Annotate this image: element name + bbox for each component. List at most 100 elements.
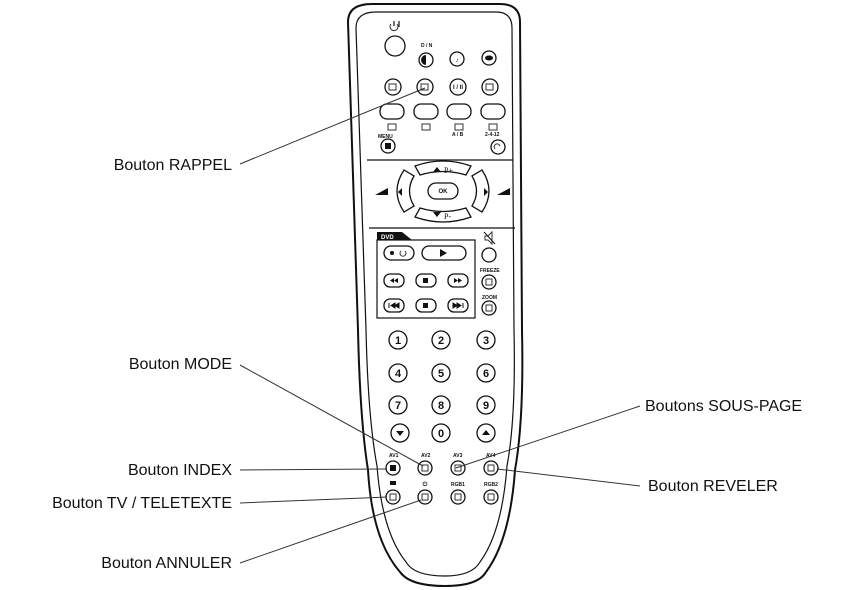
surround-button[interactable] <box>481 50 497 66</box>
rgb2-label: RGB2 <box>484 482 498 488</box>
dvd-next-button[interactable] <box>447 298 469 313</box>
menu-button[interactable] <box>380 138 396 154</box>
av2-label: AV2 <box>421 453 431 459</box>
rgb2-button[interactable] <box>483 489 499 505</box>
source-button[interactable] <box>384 78 402 96</box>
digit-2-button[interactable]: 2 <box>431 330 451 350</box>
av1-label: AV1 <box>389 453 399 459</box>
freeze-button[interactable] <box>481 274 497 290</box>
volume-minus-icon <box>375 188 388 195</box>
teletext-icon <box>387 123 397 131</box>
yellow-button[interactable] <box>446 103 472 120</box>
av3-label: AV3 <box>453 453 463 459</box>
menu-label: MENU <box>378 134 393 140</box>
rgb1-button[interactable] <box>450 489 466 505</box>
p-plus-label: P+ <box>444 166 453 175</box>
contrast-icon <box>421 55 426 65</box>
dvd-stop2-button[interactable] <box>415 298 437 313</box>
return-button[interactable] <box>490 139 506 155</box>
callout-line-reveler <box>496 468 641 487</box>
mono-stereo-label: I / II <box>453 85 463 91</box>
green-button[interactable] <box>413 103 439 120</box>
dvd-record-button[interactable] <box>383 245 415 261</box>
digit-0-button[interactable]: 0 <box>431 423 451 443</box>
dvd-rewind-button[interactable] <box>383 273 405 288</box>
digit-1-label: 1 <box>395 335 401 347</box>
red-button[interactable] <box>379 103 405 120</box>
callout-index: Bouton INDEX <box>128 462 232 479</box>
callout-reveler: Bouton REVELER <box>648 478 778 495</box>
digit-6-button[interactable]: 6 <box>476 363 496 383</box>
digit-5-button[interactable]: 5 <box>431 363 451 383</box>
digit-5-label: 5 <box>438 368 444 380</box>
surround-icon <box>485 55 493 61</box>
index-button[interactable] <box>385 460 401 476</box>
power-icon <box>389 21 400 32</box>
arrow-down-icon <box>433 212 441 217</box>
subpage-icon <box>454 464 462 472</box>
freeze-icon <box>485 278 493 286</box>
callout-line-rappel <box>239 87 426 165</box>
triangle-up-icon <box>482 430 490 435</box>
sous-page-down-button[interactable] <box>390 423 410 443</box>
skip-forward-icon <box>452 302 464 309</box>
callout-line-sous-page <box>455 405 641 469</box>
digit-9-button[interactable]: 9 <box>476 395 496 415</box>
rewind-icon <box>390 278 398 283</box>
annuler-button[interactable] <box>417 489 433 505</box>
volume-down-button[interactable] <box>396 169 415 213</box>
fast-forward-icon <box>454 278 462 283</box>
reveal-icon <box>487 464 495 472</box>
tv-teletext-icon <box>389 493 397 501</box>
digit-3-button[interactable]: 3 <box>476 330 496 350</box>
program-up-button[interactable]: P+ <box>414 160 472 176</box>
zoom-icon <box>485 304 493 312</box>
rgb1-label: RGB1 <box>451 482 465 488</box>
ok-label: OK <box>439 189 449 195</box>
power-button[interactable] <box>384 35 406 57</box>
volume-plus-icon <box>497 188 510 195</box>
callout-line-tv <box>239 496 388 504</box>
callout-rappel: Bouton RAPPEL <box>114 157 232 174</box>
arrow-up-icon <box>433 167 441 172</box>
zoom-button[interactable] <box>481 300 497 316</box>
reveler-button[interactable] <box>483 460 499 476</box>
digit-7-button[interactable]: 7 <box>388 395 408 415</box>
dvd-play-button[interactable] <box>421 245 467 261</box>
mono-stereo-button[interactable]: I / II <box>449 78 467 96</box>
stop2-icon <box>423 303 428 308</box>
arrow-left-icon <box>398 188 402 196</box>
sous-page-up-button[interactable] <box>476 423 496 443</box>
dvd-stop-button[interactable] <box>415 273 437 288</box>
blue-button[interactable] <box>480 103 506 120</box>
rappel-button[interactable] <box>416 78 434 96</box>
dvd-prev-button[interactable] <box>383 298 405 313</box>
contrast-button[interactable] <box>418 52 434 68</box>
callout-annuler: Bouton ANNULER <box>101 555 232 572</box>
dn-label: D / N <box>421 43 433 49</box>
pip-button[interactable] <box>481 78 499 96</box>
sous-page-button[interactable] <box>450 460 466 476</box>
index-icon <box>390 465 396 471</box>
digit-1-button[interactable]: 1 <box>388 330 408 350</box>
dvd-forward-button[interactable] <box>447 273 469 288</box>
callout-line-index <box>239 468 388 471</box>
callout-line-annuler <box>239 499 422 564</box>
sound-mode-button[interactable]: ♪ <box>449 51 465 67</box>
mute-button[interactable] <box>481 247 497 263</box>
mode-button[interactable] <box>417 460 433 476</box>
rgb1-icon <box>454 493 462 501</box>
digit-4-button[interactable]: 4 <box>388 363 408 383</box>
cancel-icon: ⏻ <box>423 481 428 488</box>
tv-teletexte-button[interactable] <box>385 489 401 505</box>
volume-up-button[interactable] <box>471 169 490 213</box>
power-small-icon <box>399 250 407 257</box>
ok-button[interactable]: OK <box>427 182 459 200</box>
play-icon <box>440 249 447 257</box>
zoom-label: ZOOM <box>482 295 497 301</box>
digit-8-button[interactable]: 8 <box>431 395 451 415</box>
program-down-button[interactable]: P- <box>414 207 472 223</box>
page-label: 2-4-12 <box>485 132 500 138</box>
skip-back-icon <box>388 302 400 309</box>
